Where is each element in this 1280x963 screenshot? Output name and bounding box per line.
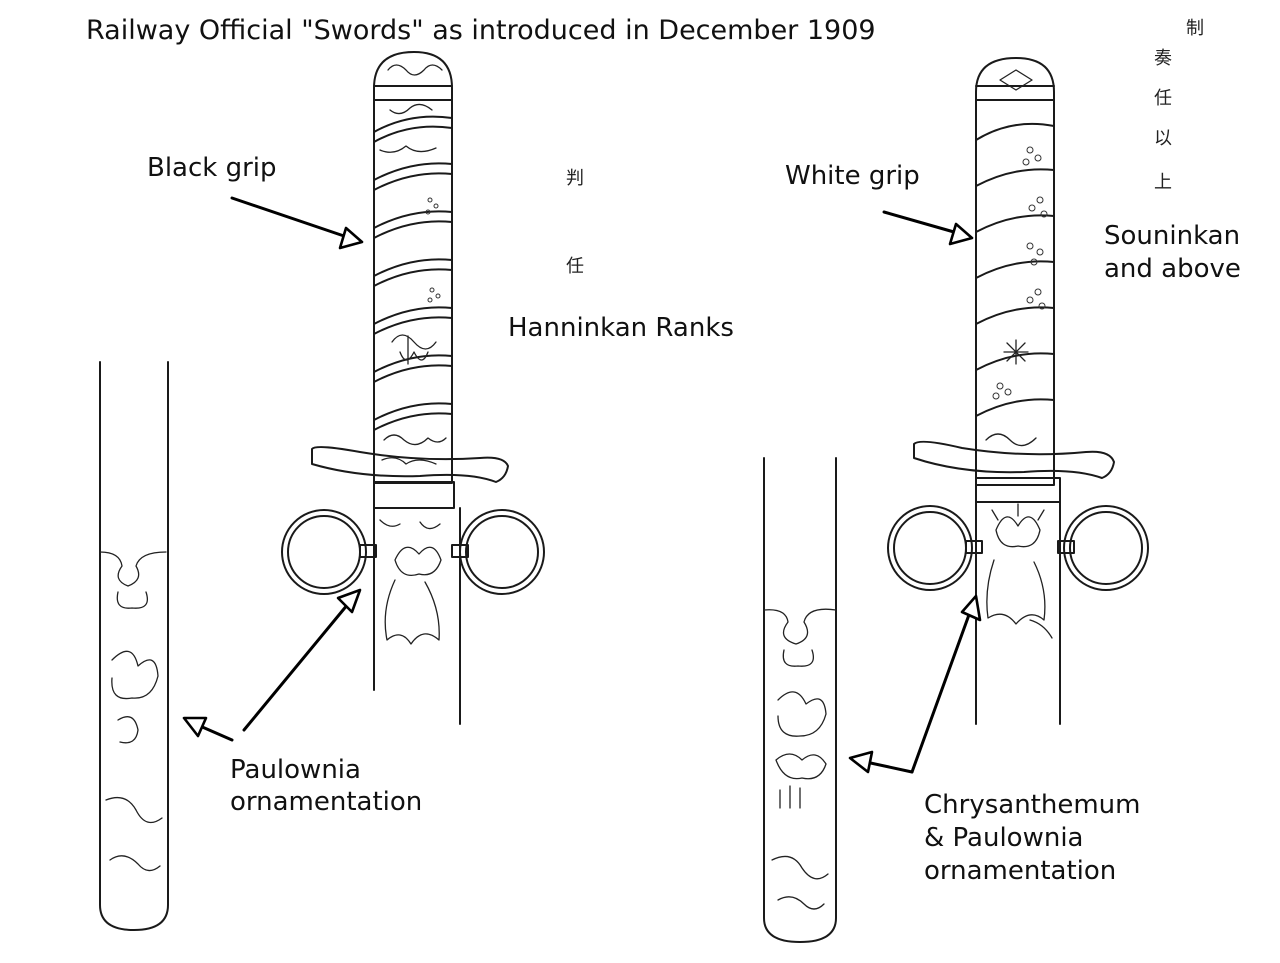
souninkan-label-line-1: Souninkan <box>1104 221 1240 251</box>
right-grip-outline <box>975 57 1055 486</box>
left-collar <box>373 481 455 509</box>
right-scabbard <box>763 457 837 943</box>
black-grip-label: Black grip <box>147 153 277 183</box>
white-grip-arrow <box>882 210 974 246</box>
left-scabbard-outline <box>99 361 169 931</box>
right-sword-hilt <box>887 57 1149 725</box>
left-ring-left <box>281 509 367 595</box>
right-crossguard <box>913 440 1115 479</box>
right-kanji-4: 以 <box>1154 128 1172 149</box>
left-kanji-1: 判 <box>566 168 584 189</box>
left-scabbard <box>99 361 169 931</box>
souninkan-label-line-2: and above <box>1104 254 1241 284</box>
right-kanji-5: 上 <box>1154 172 1172 193</box>
right-collar <box>975 477 1061 503</box>
chrysanthemum-label-line-2: & Paulownia <box>924 823 1084 853</box>
left-crossguard <box>311 446 509 483</box>
left-grip-outline <box>373 51 453 484</box>
right-scabbard-outline <box>763 457 837 943</box>
right-kanji-2: 奏 <box>1154 48 1172 69</box>
diagram-title: Railway Official "Swords" as introduced … <box>86 15 876 46</box>
left-sword-hilt <box>281 51 545 725</box>
paulownia-arrow-to-scabbard <box>182 716 234 742</box>
left-kanji-2: 任 <box>566 256 584 277</box>
hanninkan-rank-label: Hanninkan Ranks <box>508 313 734 343</box>
white-grip-label: White grip <box>785 161 920 191</box>
chrysanthemum-arrow <box>848 594 982 774</box>
chrysanthemum-label-line-1: Chrysanthemum <box>924 790 1140 820</box>
chrysanthemum-label-line-3: ornamentation <box>924 856 1116 886</box>
right-ring-right <box>1063 505 1149 591</box>
right-upper-scabbard <box>975 501 1061 725</box>
paulownia-label-line-1: Paulownia <box>230 755 361 785</box>
left-ring-right <box>459 509 545 595</box>
right-kanji-1: 制 <box>1186 18 1204 39</box>
left-upper-scabbard <box>373 507 461 725</box>
paulownia-arrow-to-hilt <box>242 588 362 732</box>
right-ring-left <box>887 505 973 591</box>
right-kanji-3: 任 <box>1154 88 1172 109</box>
paulownia-label-line-2: ornamentation <box>230 787 422 817</box>
black-grip-arrow <box>230 196 364 250</box>
